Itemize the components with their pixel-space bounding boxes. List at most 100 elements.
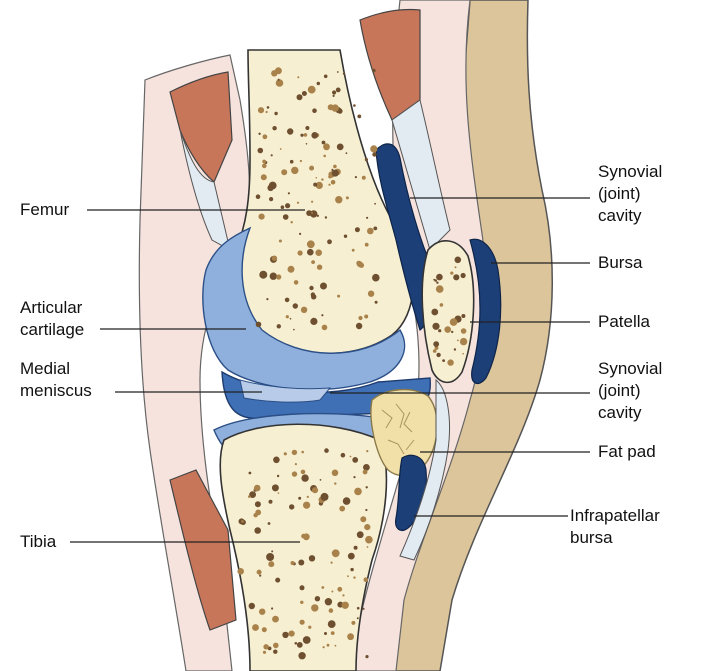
bone-pore: [241, 520, 244, 523]
bone-pore: [360, 516, 366, 522]
bone-pore: [372, 152, 376, 156]
bone-pore: [304, 133, 308, 137]
bone-pore: [332, 470, 339, 477]
bone-pore: [432, 323, 439, 330]
bone-pore: [281, 205, 285, 209]
bone-pore: [271, 154, 273, 156]
bone-pore: [331, 562, 333, 564]
bone-pore: [455, 257, 462, 264]
bone-pore: [344, 235, 347, 238]
bone-pore: [301, 474, 308, 481]
bone-pore: [280, 148, 282, 150]
bone-pore: [303, 636, 311, 644]
bone-pore: [297, 76, 299, 78]
bone-pore: [309, 166, 314, 171]
bone-pore: [294, 280, 299, 285]
bone-pore: [267, 185, 273, 191]
bone-pore: [297, 202, 299, 204]
bone-pore: [284, 452, 287, 455]
bone-pore: [352, 249, 355, 252]
bone-pore: [454, 348, 456, 350]
bone-pore: [436, 274, 443, 281]
bone-pore: [262, 627, 267, 632]
bone-pore: [461, 314, 465, 318]
bone-pore: [315, 249, 322, 256]
bone-pore: [273, 643, 279, 649]
bone-pore: [315, 596, 320, 601]
bone-pore: [320, 479, 322, 481]
bone-pore: [301, 534, 306, 539]
bone-pore: [275, 578, 280, 583]
label-patella: Patella: [598, 311, 650, 333]
bone-pore: [433, 349, 437, 353]
bone-pore: [436, 353, 440, 357]
bone-pore: [300, 585, 305, 590]
muscle-front: [360, 9, 420, 120]
bone-pore: [281, 169, 287, 175]
bone-pore: [259, 214, 265, 220]
bone-pore: [354, 488, 362, 496]
bone-pore: [355, 176, 357, 178]
bone-pore: [357, 617, 359, 619]
bone-pore: [291, 167, 298, 174]
bone-pore: [263, 651, 266, 654]
bone-pore: [327, 239, 332, 244]
bone-pore: [334, 482, 336, 484]
bone-pore: [436, 285, 444, 293]
bone-pore: [311, 132, 318, 139]
bone-pore: [337, 587, 342, 592]
bone-pore: [293, 303, 298, 308]
bone-pore: [286, 315, 289, 318]
bone-pore: [327, 644, 330, 647]
bone-pore: [311, 604, 318, 611]
bone-pore: [358, 316, 362, 320]
bone-pore: [295, 642, 298, 645]
bone-pore: [278, 492, 280, 494]
bone-pore: [362, 608, 364, 610]
bone-pore: [447, 359, 453, 365]
bone-pore: [317, 82, 320, 85]
bone-pore: [461, 273, 466, 278]
bone-pore: [331, 180, 336, 185]
bone-pore: [343, 497, 351, 505]
bone-pore: [274, 112, 277, 115]
bone-pore: [366, 217, 368, 219]
bone-pore: [362, 176, 366, 180]
bone-pore: [357, 607, 360, 610]
bone-pore: [277, 475, 279, 477]
bone-pore: [325, 216, 327, 218]
bone-pore: [312, 487, 318, 493]
bone-pore: [321, 314, 323, 316]
bone-pore: [299, 233, 301, 235]
bone-pore: [292, 450, 297, 455]
bone-pore: [271, 70, 277, 76]
bone-pore: [285, 203, 290, 208]
bone-pore: [311, 201, 313, 203]
bone-pore: [268, 561, 274, 567]
bone-pore: [364, 577, 369, 582]
bone-pore: [256, 194, 261, 199]
bone-pore: [347, 633, 354, 640]
label-infrapatellar-bursa: Infrapatellar bursa: [570, 505, 660, 549]
bone-pore: [248, 495, 251, 498]
bone-pore: [322, 325, 328, 331]
bone-pore: [342, 602, 349, 609]
bone-pore: [269, 500, 273, 504]
bone-pore: [335, 645, 337, 647]
bone-pore: [302, 91, 307, 96]
bone-pore: [363, 464, 370, 471]
bone-pore: [342, 594, 344, 596]
bone-pore: [324, 448, 329, 453]
bone-pore: [321, 493, 329, 501]
bone-pore: [272, 484, 279, 491]
bone-pore: [346, 152, 348, 154]
bone-pore: [309, 286, 313, 290]
bone-pore: [323, 143, 330, 150]
bone-pore: [333, 95, 335, 97]
bone-pore: [320, 283, 327, 290]
bone-pore: [442, 359, 445, 362]
bone-pore: [270, 273, 277, 280]
bone-pore: [364, 524, 370, 530]
bone-pore: [460, 338, 467, 345]
bone-pore: [298, 652, 305, 659]
